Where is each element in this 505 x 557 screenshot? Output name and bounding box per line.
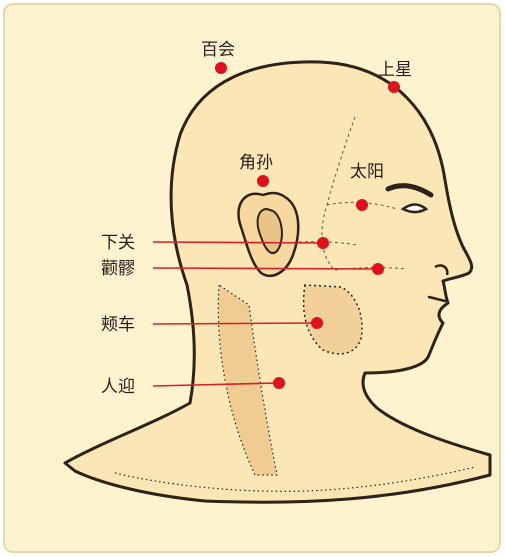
head-neck-diagram: 百会 上星 角孙 太阳 下关 颧髎 颊车 人迎 [5, 5, 501, 553]
label-jiache: 颊车 [101, 315, 135, 335]
acupoint-renying [273, 377, 285, 389]
acupoint-shangxing [388, 81, 400, 93]
label-shangxing: 上星 [378, 60, 412, 80]
acupoint-jiaosun [257, 175, 269, 187]
acupoint-xiaguan [317, 237, 329, 249]
acupoint-taiyang [356, 199, 368, 211]
leader-jiache [153, 323, 317, 324]
label-jiaosun: 角孙 [239, 153, 273, 173]
leader-quanliao [153, 268, 378, 269]
label-taiyang: 太阳 [350, 162, 384, 182]
label-baihui: 百会 [201, 40, 235, 60]
acupoint-baihui [215, 62, 227, 74]
label-quanliao: 颧髎 [101, 259, 135, 279]
figure-panel: 百会 上星 角孙 太阳 下关 颧髎 颊车 人迎 [3, 3, 501, 553]
head-silhouette [65, 62, 490, 502]
acupoint-quanliao [372, 263, 384, 275]
eye [403, 205, 426, 213]
leader-xiaguan [153, 242, 323, 243]
acupoint-jiache [311, 317, 323, 329]
label-xiaguan: 下关 [101, 233, 135, 253]
label-renying: 人迎 [101, 377, 135, 397]
